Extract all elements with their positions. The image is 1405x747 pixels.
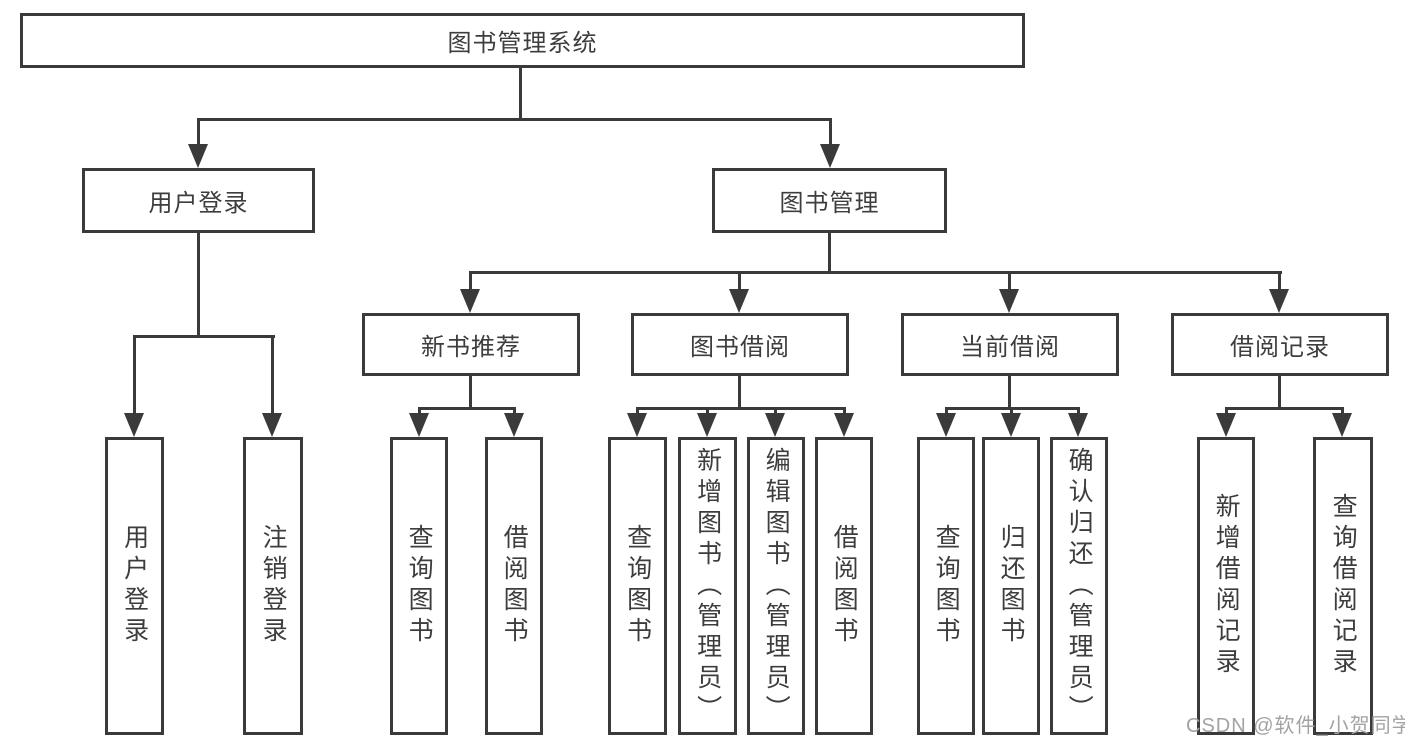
connector-line [738,271,741,291]
node-borrowing-records: 借阅记录 [1171,313,1389,376]
connector-line [706,407,709,417]
arrow-down-icon [999,289,1019,313]
leaf-label: 归还图书 [997,524,1026,648]
arrow-down-icon [460,289,480,313]
leaf-borrow-books-borrow: 借阅图书 [815,437,873,735]
connector-line [828,233,831,271]
leaf-label: 新增图书（管理员） [693,446,722,726]
leaf-label: 查询借阅记录 [1329,493,1358,679]
leaf-label: 借阅图书 [500,524,529,648]
leaf-user-login: 用户登录 [105,437,164,735]
connector-line [133,335,136,417]
connector-line [1010,407,1013,417]
connector-line [513,407,516,417]
connector-line [418,407,516,410]
connector-line [519,68,522,118]
connector-line [1225,407,1228,417]
arrow-down-icon [1216,413,1236,437]
leaf-label: 编辑图书（管理员） [762,446,791,726]
node-label: 用户登录 [148,190,249,217]
connector-line [197,118,200,148]
leaf-query-books-recommend: 查询图书 [390,437,448,735]
leaf-logout: 注销登录 [243,437,303,735]
connector-line [1341,407,1344,417]
connector-line [1278,271,1281,291]
connector-line [1008,376,1011,407]
node-new-book-recommendation: 新书推荐 [362,313,580,376]
connector-line [133,335,275,338]
connector-line [636,407,639,417]
leaf-label: 借阅图书 [830,524,859,648]
leaf-return-books: 归还图书 [982,437,1040,735]
leaf-label: 注销登录 [259,524,288,648]
connector-line [197,118,832,121]
leaf-label: 确认归还（管理员） [1065,446,1094,726]
connector-line [1077,407,1080,417]
connector-line [418,407,421,417]
arrow-down-icon [409,413,429,437]
connector-line [469,376,472,407]
arrow-down-icon [834,413,854,437]
node-label: 当前借阅 [960,334,1060,361]
leaf-query-books-current: 查询图书 [917,437,975,735]
arrow-down-icon [504,413,524,437]
node-label: 借阅记录 [1230,334,1330,361]
node-user-login: 用户登录 [82,168,315,233]
leaf-label: 查询图书 [623,524,652,648]
arrow-down-icon [820,144,840,168]
arrow-down-icon [627,413,647,437]
connector-line [470,271,1282,274]
node-library-management-system: 图书管理系统 [20,13,1025,68]
leaf-add-books-admin: 新增图书（管理员） [678,437,737,735]
node-label: 新书推荐 [421,334,521,361]
arrow-down-icon [936,413,956,437]
connector-line [843,407,846,417]
node-book-management: 图书管理 [712,168,947,233]
csdn-watermark: CSDN @软件_小贺同学 [1186,715,1405,737]
connector-line [469,271,472,291]
leaf-add-borrow-record: 新增借阅记录 [1197,437,1255,735]
arrow-down-icon [262,413,282,437]
connector-line [197,233,200,335]
node-book-borrowing: 图书借阅 [631,313,849,376]
arrow-down-icon [1068,413,1088,437]
leaf-label: 用户登录 [120,524,149,648]
leaf-query-books-borrow: 查询图书 [608,437,667,735]
node-label: 图书借阅 [690,334,790,361]
arrow-down-icon [1269,289,1289,313]
leaf-borrow-books-recommend: 借阅图书 [485,437,543,735]
arrow-down-icon [729,289,749,313]
connector-line [829,118,832,148]
leaf-query-borrow-record: 查询借阅记录 [1313,437,1373,735]
arrow-down-icon [1001,413,1021,437]
leaf-label: 查询图书 [405,524,434,648]
arrow-down-icon [188,144,208,168]
leaf-confirm-return-admin: 确认归还（管理员） [1050,437,1108,735]
node-current-borrowing: 当前借阅 [901,313,1119,376]
leaf-label: 查询图书 [932,524,961,648]
arrow-down-icon [765,413,785,437]
connector-line [945,407,948,417]
node-label: 图书管理 [779,190,880,217]
connector-line [1278,376,1281,407]
connector-line [738,376,741,407]
arrow-down-icon [124,413,144,437]
leaf-edit-books-admin: 编辑图书（管理员） [747,437,805,735]
connector-line [636,407,846,410]
leaf-label: 新增借阅记录 [1212,493,1241,679]
connector-line [1225,407,1344,410]
arrow-down-icon [1332,413,1352,437]
connector-line [1008,271,1011,291]
node-label: 图书管理系统 [447,30,598,57]
connector-line [271,335,274,417]
connector-line [774,407,777,417]
arrow-down-icon [697,413,717,437]
